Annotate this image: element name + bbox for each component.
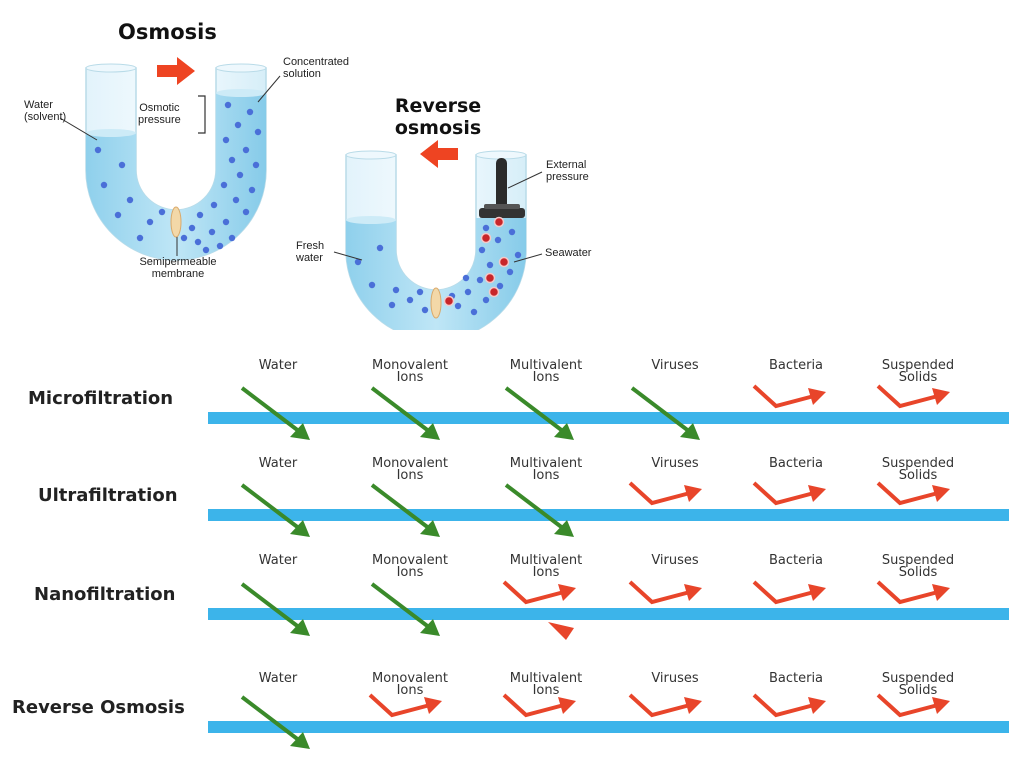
ro-membrane [430, 287, 442, 319]
flow-left-arrow-icon [420, 140, 458, 168]
column-header: Bacteria [768, 553, 824, 568]
concentrated-solution-label: Concentrated solution [283, 56, 350, 80]
partial-pass-arrow-icon [548, 622, 574, 640]
seawater-label: Seawater [545, 247, 592, 259]
reject-arrow-icon [876, 384, 950, 409]
process-name: Reverse Osmosis [12, 697, 185, 718]
column-header: Bacteria [768, 358, 824, 373]
semipermeable-membrane-label: Semipermeable membrane [139, 256, 217, 280]
column-header: Viruses [651, 456, 699, 471]
flow-right-arrow-icon [157, 57, 195, 85]
reject-arrow-icon [876, 693, 950, 718]
osmotic-pressure-label: Osmotic pressure [138, 102, 181, 126]
column-header: Water [258, 358, 298, 373]
solute-particles [180, 101, 262, 254]
reject-arrow-icon [752, 384, 826, 409]
reject-arrow-icon [752, 693, 826, 718]
semipermeable-membrane [170, 206, 182, 238]
reject-arrow-icon [628, 481, 702, 506]
column-header: Viruses [651, 671, 699, 686]
reject-arrow-icon [752, 481, 826, 506]
reject-arrow-icon [502, 693, 576, 718]
fresh-water-particles [354, 244, 429, 314]
column-header: Viruses [651, 358, 699, 373]
column-header: Water [258, 553, 298, 568]
column-header: Bacteria [768, 456, 824, 471]
pressure-bracket [198, 95, 206, 134]
column-header: Bacteria [768, 671, 824, 686]
osmosis-title: Osmosis [118, 20, 217, 44]
fresh-water-label: Fresh water [296, 240, 325, 264]
column-header: Water [258, 456, 298, 471]
membrane-bar [208, 412, 1009, 424]
reverse-osmosis-title: Reverse osmosis [394, 95, 482, 139]
process-name: Microfiltration [28, 388, 174, 409]
reject-arrow-icon [628, 580, 702, 605]
osmosis-u-tube [59, 57, 543, 330]
seawater-particles [448, 224, 522, 316]
membrane-bar [208, 509, 1009, 521]
column-header: Viruses [651, 553, 699, 568]
process-name: Nanofiltration [34, 584, 176, 605]
reject-arrow-icon [628, 693, 702, 718]
membrane-bar [208, 608, 1009, 620]
reject-arrow-icon [876, 580, 950, 605]
external-pressure-label: External pressure [546, 159, 589, 183]
process-name: Ultrafiltration [38, 485, 178, 506]
reject-arrow-icon [368, 693, 442, 718]
piston-rod [496, 158, 507, 210]
salt-particles [443, 216, 510, 307]
column-header: Water [258, 671, 298, 686]
reject-arrow-icon [752, 580, 826, 605]
reject-arrow-icon [502, 580, 576, 605]
reject-arrow-icon [876, 481, 950, 506]
solvent-particles [94, 146, 166, 242]
piston-head [479, 208, 525, 218]
water-solvent-label: Water (solvent) [24, 99, 67, 123]
membrane-bar [208, 721, 1009, 733]
